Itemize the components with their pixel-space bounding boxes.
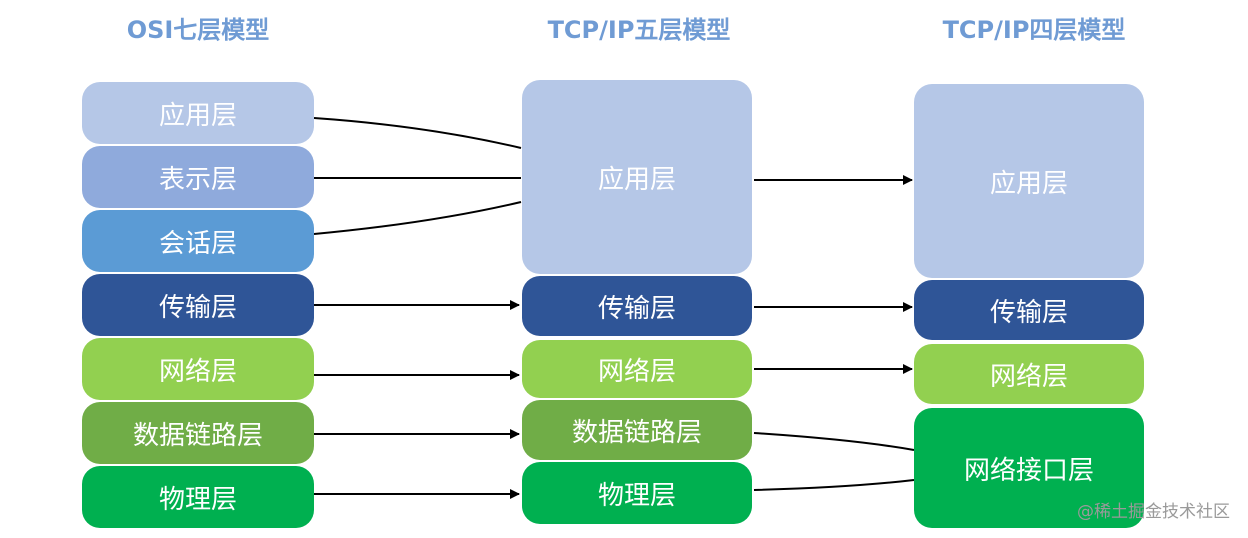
watermark-text: @稀土掘金技术社区 — [1077, 502, 1230, 522]
connector-datalink-to-network-interface — [753, 432, 915, 451]
five-datalink-layer: 数据链路层 — [522, 400, 752, 460]
five-application-layer: 应用层 — [522, 80, 752, 274]
osi-datalink-layer: 数据链路层 — [82, 402, 314, 464]
osi-transport-layer: 传输层 — [82, 274, 314, 336]
osi-presentation-layer: 表示层 — [82, 146, 314, 208]
osi-application-layer: 应用层 — [82, 82, 314, 144]
four-transport-layer: 传输层 — [914, 280, 1144, 340]
connector-session-to-application — [313, 201, 522, 235]
connector-physical-to-network-interface — [753, 479, 915, 491]
osi-session-layer: 会话层 — [82, 210, 314, 272]
four-application-layer: 应用层 — [914, 84, 1144, 278]
osi-model-title: OSI七层模型 — [126, 16, 270, 44]
five-physical-layer: 物理层 — [522, 462, 752, 524]
tcpip-four-layer-title: TCP/IP四层模型 — [942, 16, 1126, 44]
osi-network-layer: 网络层 — [82, 338, 314, 400]
four-network-interface-layer: 网络接口层 — [914, 408, 1144, 528]
tcpip-five-layer-title: TCP/IP五层模型 — [547, 16, 731, 44]
five-transport-layer: 传输层 — [522, 276, 752, 336]
four-network-layer: 网络层 — [914, 344, 1144, 404]
osi-physical-layer: 物理层 — [82, 466, 314, 528]
five-network-layer: 网络层 — [522, 340, 752, 398]
connector-application-to-application — [313, 117, 522, 149]
